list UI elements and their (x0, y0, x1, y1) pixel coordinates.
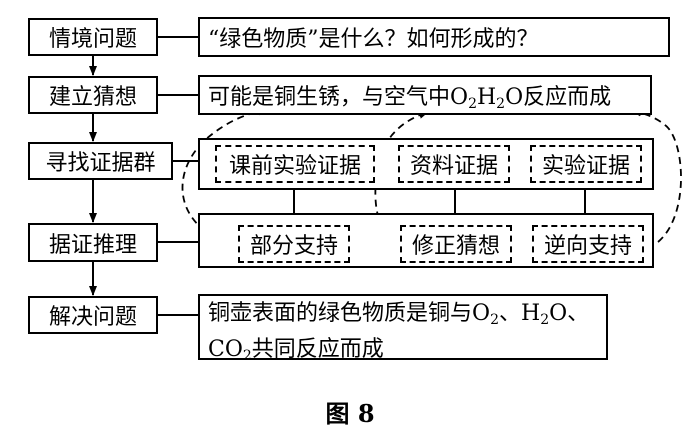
evidence-literature: 资料证据 (398, 145, 510, 183)
reasoning-reverse-support: 逆向支持 (532, 225, 644, 263)
reasoning-revise-hypothesis: 修正猜想 (400, 225, 512, 263)
step-build-hypothesis: 建立猜想 (28, 76, 158, 114)
step-solve-problem: 解决问题 (28, 296, 158, 334)
conclusion-line-1: 铜壶表面的绿色物质是铜与O2、H2O、 (208, 301, 590, 328)
hypothesis-box: 可能是铜生锈，与空气中O2H2O反应而成 (198, 75, 652, 115)
evidence-experiment: 实验证据 (530, 145, 642, 183)
reasoning-partial-support: 部分支持 (238, 225, 350, 263)
step-reasoning: 据证推理 (28, 223, 158, 262)
conclusion-box: 铜壶表面的绿色物质是铜与O2、H2O、 CO2共同反应而成 (198, 294, 608, 364)
evidence-preclass: 课前实验证据 (215, 145, 375, 183)
question-box: “绿色物质”是什么？如何形成的？ (198, 17, 670, 57)
figure-caption: 图 8 (325, 399, 375, 428)
step-find-evidence: 寻找证据群 (28, 142, 173, 180)
conclusion-line-2: CO2共同反应而成 (208, 337, 384, 364)
step-situation-question: 情境问题 (28, 18, 158, 56)
